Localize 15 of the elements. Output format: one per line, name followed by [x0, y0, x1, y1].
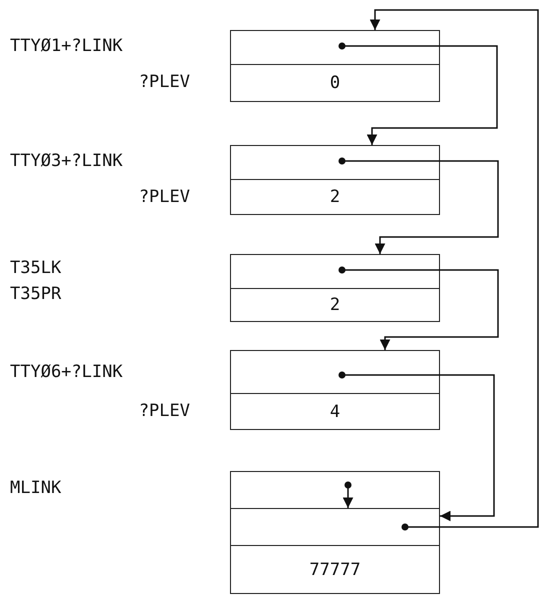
value-cell: 4	[230, 393, 440, 430]
field-name-label: T35LK	[10, 258, 62, 278]
field-name-label: T35PR	[10, 284, 62, 304]
field-name-label: ?PLEV	[138, 72, 190, 92]
field-name-label: ?PLEV	[138, 187, 190, 207]
field-name-label: TTYØ6+?LINK	[10, 362, 123, 382]
field-name-label: TTYØ1+?LINK	[10, 36, 123, 56]
field-name-label: ?PLEV	[138, 401, 190, 421]
value-cell: 0	[230, 64, 440, 102]
value-cell: 77777	[230, 545, 440, 594]
value-cell: 2	[230, 179, 440, 215]
pointer-arrow	[370, 9, 539, 528]
field-name-label: MLINK	[10, 478, 62, 498]
field-name-label: TTYØ3+?LINK	[10, 151, 123, 171]
value-cell: 2	[230, 288, 440, 322]
